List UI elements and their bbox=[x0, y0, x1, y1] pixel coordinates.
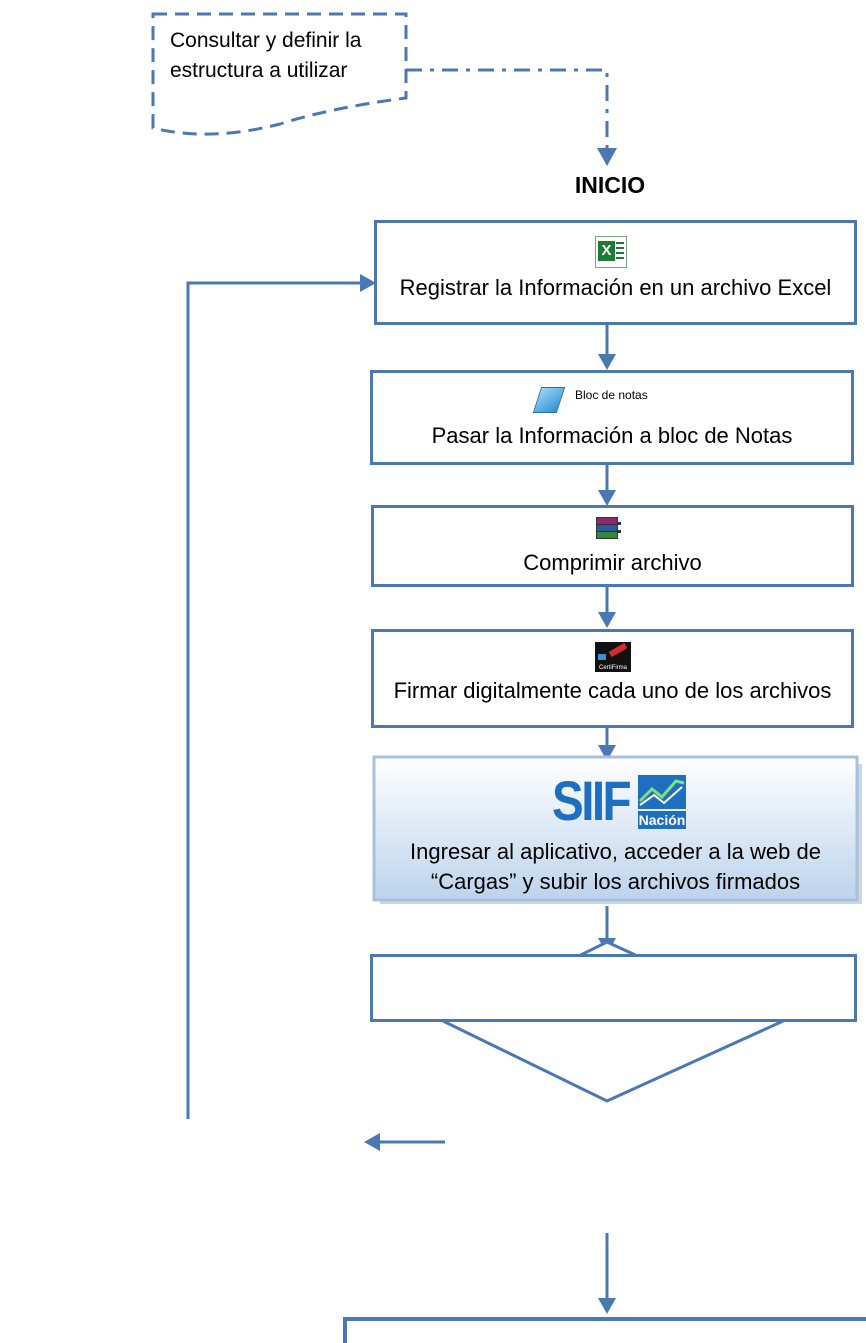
notepad-icon-caption: Bloc de notas bbox=[575, 388, 648, 402]
start-note-line2: estructura a utilizar bbox=[170, 59, 348, 82]
note-arrowhead bbox=[597, 148, 617, 166]
step-register-excel: X Registrar la Información en un archivo… bbox=[374, 220, 857, 325]
siif-box bbox=[372, 755, 859, 902]
siif-nacion-logo: SIIF Nación bbox=[552, 771, 692, 831]
step-upload-label-line2: “Cargas” y subir los archivos firmados bbox=[430, 869, 801, 894]
winrar-icon bbox=[594, 516, 624, 542]
step-register-excel-label: Registrar la Información en un archivo E… bbox=[399, 275, 832, 300]
siif-logo-text: SIIF bbox=[552, 769, 632, 832]
step-compress: Comprimir archivo bbox=[371, 505, 854, 587]
siif-chart-icon bbox=[638, 775, 686, 809]
certifirma-icon: CertiFirma bbox=[595, 642, 631, 672]
note-connector bbox=[406, 68, 609, 150]
step-review-placeholder bbox=[370, 954, 857, 1022]
step-sign-label: Firmar digitalmente cada uno de los arch… bbox=[393, 678, 832, 703]
step-notepad-label: Pasar la Información a bloc de Notas bbox=[431, 423, 793, 448]
certifirma-caption: CertiFirma bbox=[599, 665, 627, 671]
start-note-line1: Consultar y definir la bbox=[170, 29, 362, 52]
step-sign: CertiFirma Firmar digitalmente cada uno … bbox=[371, 629, 854, 728]
step-upload: SIIF Nación Ingresar al aplicativo, acce… bbox=[374, 757, 857, 900]
step-compress-label: Comprimir archivo bbox=[523, 550, 702, 575]
start-note-shape bbox=[151, 12, 408, 136]
siif-logo-subtitle: Nación bbox=[638, 811, 686, 829]
excel-icon: X bbox=[595, 236, 627, 268]
result-box bbox=[343, 1317, 866, 1343]
step-upload-label-line1: Ingresar al aplicativo, acceder a la web… bbox=[410, 839, 821, 864]
start-label: INICIO bbox=[574, 172, 646, 198]
notepad-icon bbox=[532, 385, 566, 413]
start-note: Consultar y definir la estructura a util… bbox=[170, 26, 400, 86]
step-notepad: Bloc de notas Pasar la Información a blo… bbox=[370, 370, 854, 465]
